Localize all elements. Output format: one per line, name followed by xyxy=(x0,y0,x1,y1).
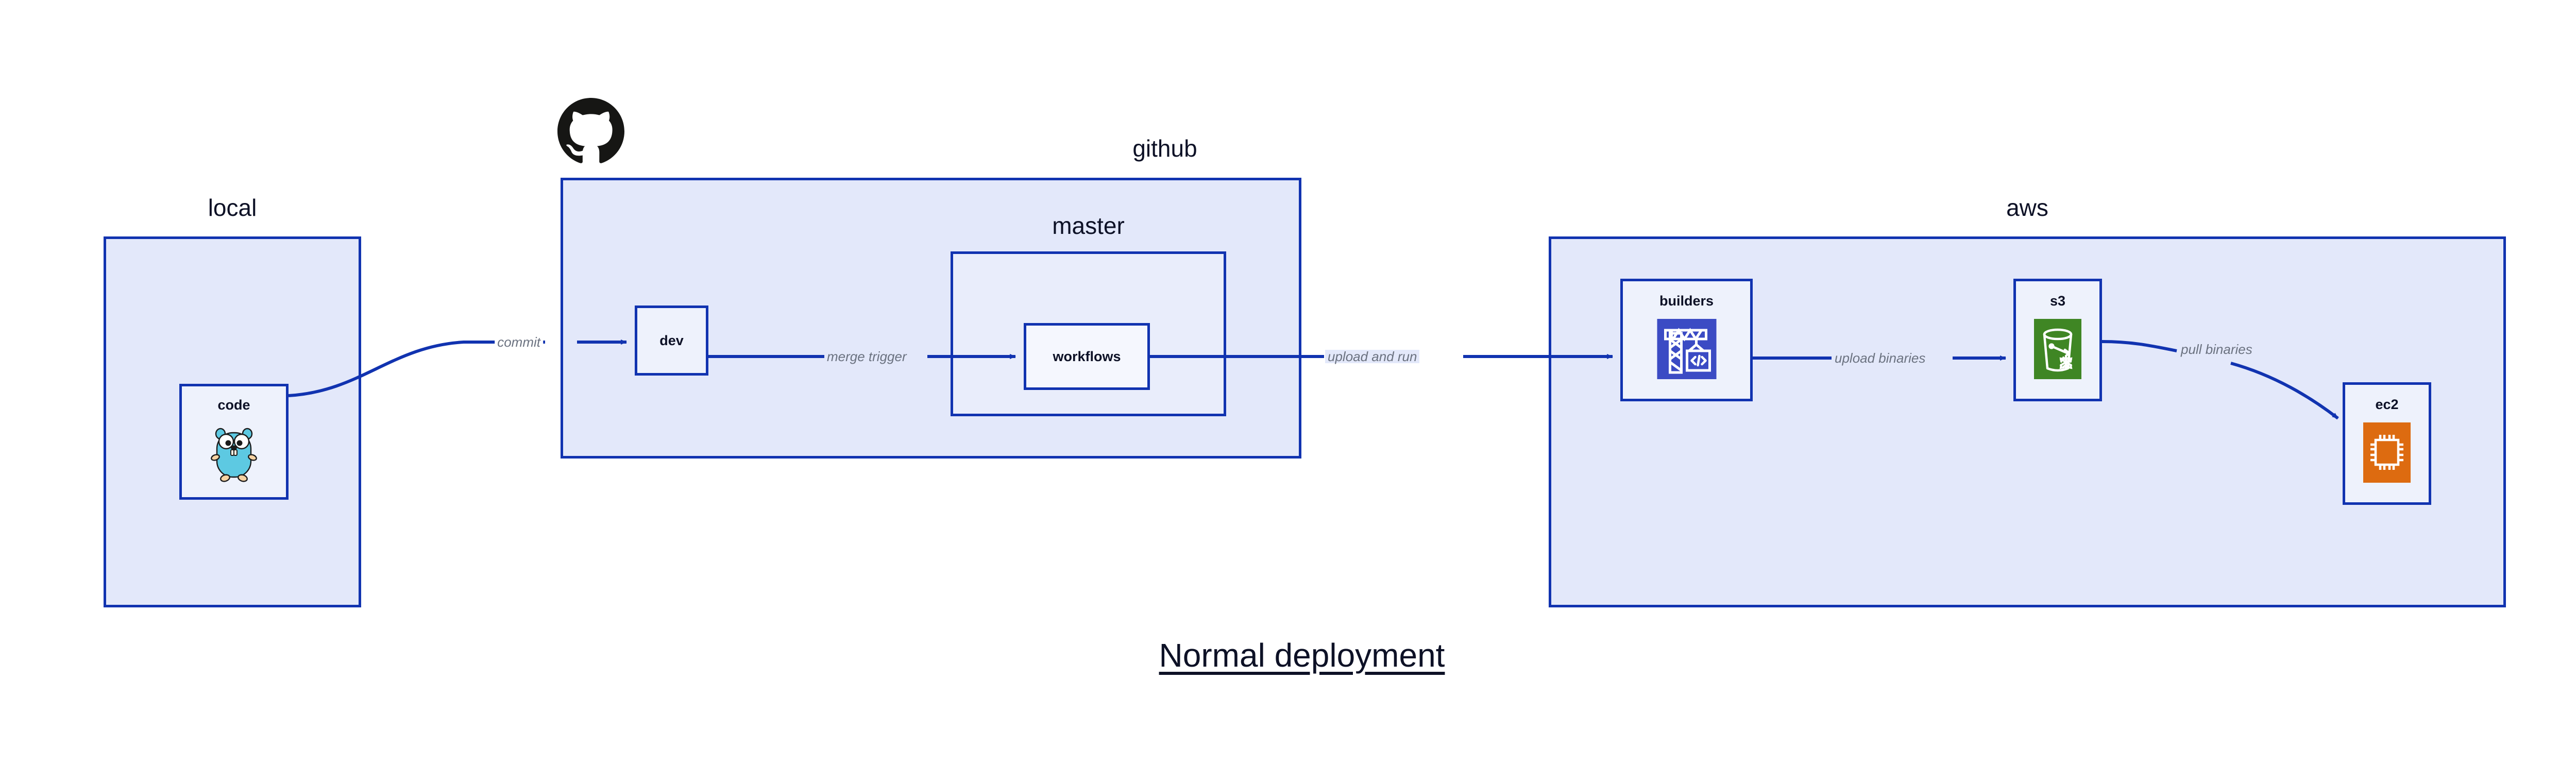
zone-local-label: local xyxy=(208,194,257,221)
edge-label-commit: commit xyxy=(495,335,543,349)
node-code[interactable]: code xyxy=(179,384,289,500)
edge-label-upload-binaries: upload binaries xyxy=(1832,351,1928,365)
codebuild-icon xyxy=(1657,319,1716,382)
node-workflows-label: workflows xyxy=(1053,348,1121,364)
node-builders[interactable]: builders xyxy=(1620,279,1753,401)
edge-label-merge-trigger: merge trigger xyxy=(824,350,909,363)
diagram-title-text: Normal deployment xyxy=(1159,637,1445,674)
github-logo xyxy=(557,98,624,165)
go-gopher-icon xyxy=(208,422,260,486)
node-workflows[interactable]: workflows xyxy=(1024,323,1150,390)
s3-bucket-icon xyxy=(2034,319,2081,382)
node-builders-label: builders xyxy=(1659,293,1714,309)
diagram-title: Normal deployment xyxy=(0,639,2576,672)
node-s3[interactable]: s3 xyxy=(2013,279,2102,401)
node-dev-label: dev xyxy=(659,332,684,348)
zone-aws-label: aws xyxy=(2006,194,2048,221)
node-dev[interactable]: dev xyxy=(635,305,708,376)
zone-master-label: master xyxy=(1052,212,1125,239)
edge-label-pull-binaries: pull binaries xyxy=(2178,343,2255,356)
node-ec2[interactable]: ec2 xyxy=(2343,382,2431,505)
zone-github-label: github xyxy=(1132,135,1197,162)
node-code-label: code xyxy=(217,397,250,413)
edge-label-upload-and-run: upload and run xyxy=(1325,350,1420,363)
node-ec2-label: ec2 xyxy=(2375,397,2399,412)
node-s3-label: s3 xyxy=(2049,293,2066,309)
ec2-chip-icon xyxy=(2363,422,2411,485)
